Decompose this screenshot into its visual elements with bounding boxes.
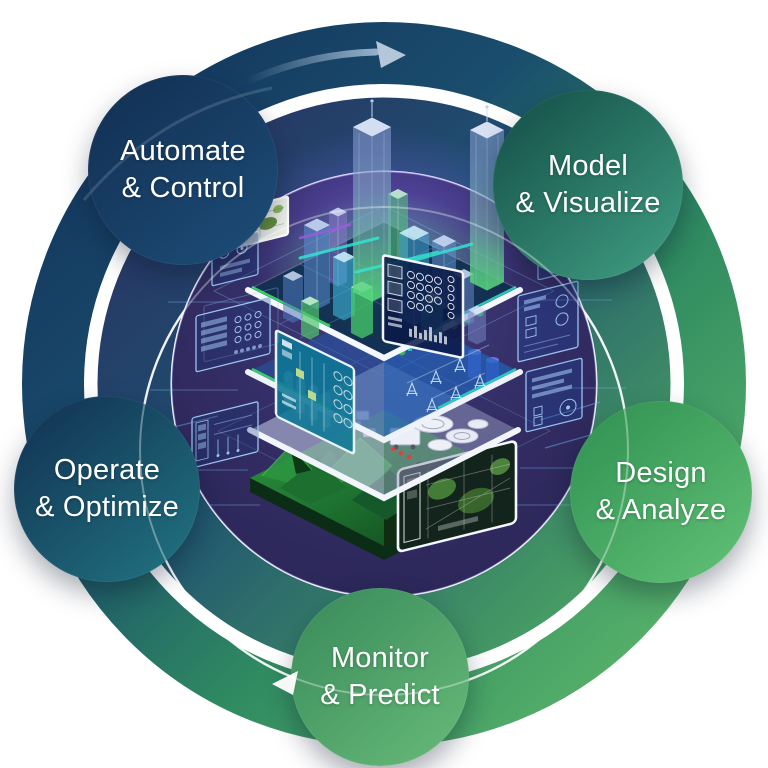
power-pylons xyxy=(406,344,490,413)
gauge-panel xyxy=(381,254,465,359)
node-monitor-predict[interactable]: Monitor & Predict xyxy=(291,588,469,766)
node-label-line2: & Analyze xyxy=(595,494,727,526)
node-label-line2: & Visualize xyxy=(515,187,661,219)
node-label-line1: Monitor xyxy=(330,642,430,674)
node-label-line1: Operate xyxy=(53,454,161,486)
node-label-line1: Model xyxy=(548,150,628,182)
node-label-line2: & Control xyxy=(121,172,245,204)
city-layer xyxy=(245,99,523,362)
digital-twin-illustration xyxy=(150,99,626,560)
node-label-line1: Automate xyxy=(120,135,246,167)
node-operate-optimize[interactable]: Operate & Optimize xyxy=(14,396,200,582)
clockwise-arrow-icon xyxy=(242,41,406,86)
node-automate-control[interactable]: Automate & Control xyxy=(88,75,278,265)
node-label-line2: & Predict xyxy=(320,679,440,711)
node-model-visualize[interactable]: Model & Visualize xyxy=(493,90,683,280)
node-label-line1: Design xyxy=(615,457,707,489)
screen-panel xyxy=(274,329,356,455)
node-design-analyze[interactable]: Design & Analyze xyxy=(570,401,752,583)
node-label-line2: & Optimize xyxy=(35,491,179,523)
tall-tower-left xyxy=(353,99,391,302)
